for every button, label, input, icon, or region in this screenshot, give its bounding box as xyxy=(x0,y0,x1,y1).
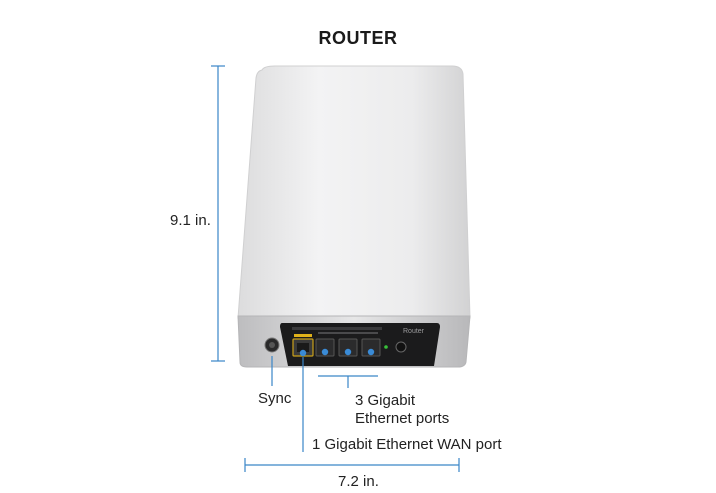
power-jack xyxy=(395,341,407,353)
lan-port xyxy=(361,338,381,357)
height-dimension-line xyxy=(211,65,225,362)
wan-port-label: 1 Gigabit Ethernet WAN port xyxy=(312,436,502,453)
sync-label: Sync xyxy=(258,390,292,407)
wan-port xyxy=(292,334,314,357)
height-label: 9.1 in. xyxy=(170,212,211,229)
lan-port xyxy=(338,338,358,357)
status-led xyxy=(384,345,388,349)
sync-button xyxy=(264,337,280,353)
lan-callout-line xyxy=(318,375,378,388)
router-body: Router xyxy=(237,65,471,368)
page-title: ROUTER xyxy=(318,28,398,48)
device-label: Router xyxy=(403,328,425,335)
width-dimension-line xyxy=(244,458,460,472)
lan-port xyxy=(315,338,335,357)
lan-ports-label-line1: 3 Gigabit xyxy=(355,392,416,409)
lan-ports-label-line2: Ethernet ports xyxy=(355,410,450,427)
lan-ports-label: 3 Gigabit Ethernet ports xyxy=(355,392,449,428)
width-label: 7.2 in. xyxy=(338,473,379,490)
